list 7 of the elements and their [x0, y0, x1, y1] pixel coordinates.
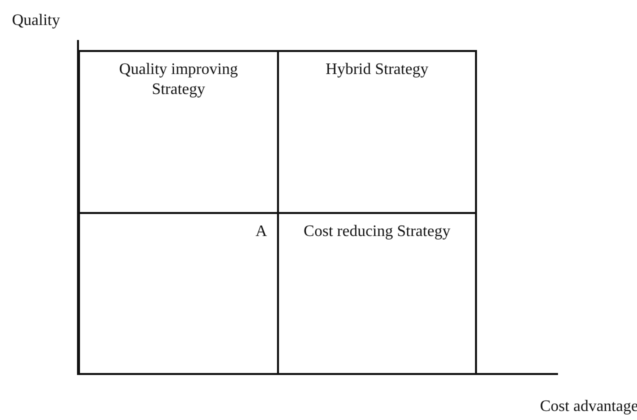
- quadrant-label: Hybrid Strategy: [324, 60, 430, 80]
- quadrant-label: Cost reducing Strategy: [302, 222, 452, 242]
- quadrant-label: A: [255, 222, 267, 242]
- quadrant-cell: [78, 50, 279, 214]
- quadrant-cell: [277, 50, 477, 214]
- axis-label: Quality: [12, 12, 60, 30]
- quadrant-label: Quality improving Strategy: [118, 60, 239, 100]
